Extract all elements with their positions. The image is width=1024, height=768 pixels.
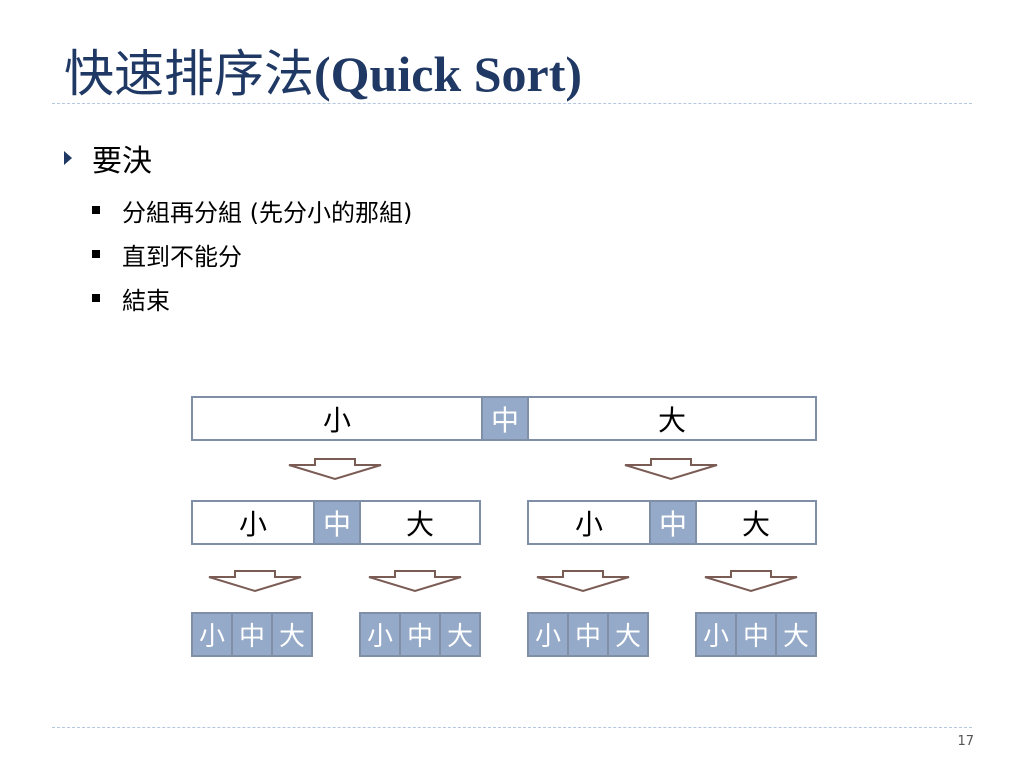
partition-middle: 中	[735, 612, 777, 657]
partition-large: 大	[607, 612, 649, 657]
bullet-level2-text: 結束	[122, 286, 170, 315]
partition-small: 小	[191, 396, 483, 441]
bullet-level2: 直到不能分	[92, 237, 242, 271]
square-bullet-icon	[92, 294, 100, 302]
partition-middle: 中	[231, 612, 273, 657]
down-arrow-icon	[704, 570, 798, 593]
partition-large: 大	[439, 612, 481, 657]
bullet-level2-text: 分組再分組 (先分小的那組)	[122, 198, 413, 227]
partition-large: 大	[775, 612, 817, 657]
partition-small: 小	[527, 612, 569, 657]
down-arrow-icon	[624, 458, 718, 481]
slide-title-chinese: 快速排序法	[64, 45, 314, 103]
partition-large: 大	[359, 500, 481, 545]
down-arrow-icon	[288, 458, 382, 481]
partition-large: 大	[695, 500, 817, 545]
slide-title-english: (Quick Sort)	[314, 46, 583, 102]
partition-middle: 中	[399, 612, 441, 657]
footer-divider	[52, 727, 972, 728]
bullet-level1-text: 要決	[92, 144, 152, 179]
partition-middle: 中	[567, 612, 609, 657]
partition-large: 大	[527, 396, 817, 441]
partition-middle: 中	[481, 396, 529, 441]
square-bullet-icon	[92, 206, 100, 214]
bullet-level2-text: 直到不能分	[122, 242, 242, 271]
bullet-level2: 分組再分組 (先分小的那組)	[92, 193, 412, 227]
down-arrow-icon	[536, 570, 630, 593]
title-divider	[52, 103, 972, 104]
partition-middle: 中	[313, 500, 361, 545]
partition-large: 大	[271, 612, 313, 657]
square-bullet-icon	[92, 250, 100, 258]
slide-title: 快速排序法(Quick Sort)	[64, 42, 582, 106]
page-number: 17	[957, 734, 974, 749]
down-arrow-icon	[208, 570, 302, 593]
partition-small: 小	[527, 500, 651, 545]
bullet-level1: 要決	[64, 138, 152, 179]
partition-small: 小	[359, 612, 401, 657]
partition-middle: 中	[649, 500, 697, 545]
partition-small: 小	[191, 500, 315, 545]
partition-small: 小	[191, 612, 233, 657]
bullet-level2: 結束	[92, 281, 170, 315]
partition-small: 小	[695, 612, 737, 657]
triangle-bullet-icon	[64, 151, 72, 165]
down-arrow-icon	[368, 570, 462, 593]
